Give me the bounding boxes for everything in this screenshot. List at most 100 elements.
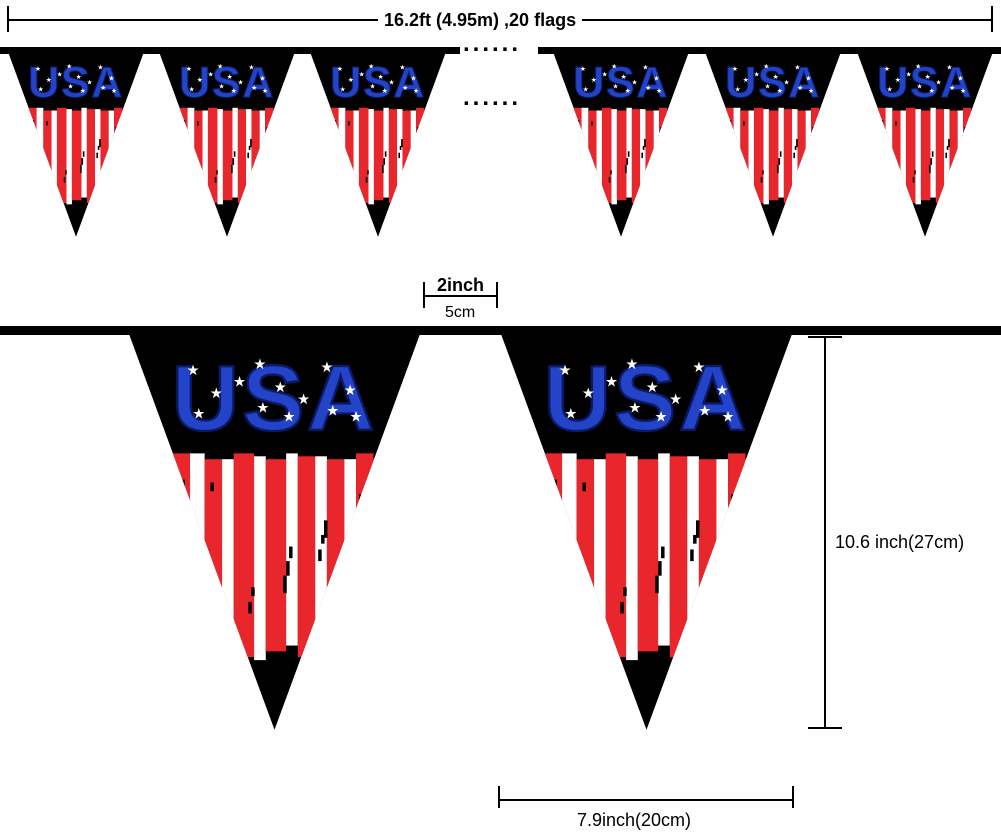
star-icon: ★: [946, 64, 952, 72]
flag-stripe: [297, 456, 316, 658]
flag-stripe: [783, 109, 793, 203]
small-flag-3: USA★★★★★★★★★★★★★: [310, 52, 446, 237]
flag-usa-text: USA: [725, 59, 821, 107]
flag-stripe: [207, 107, 218, 203]
star-icon: ★: [653, 75, 659, 83]
flag-distress-mark: [610, 170, 612, 175]
flag-distress-mark: [265, 133, 267, 141]
flag-distress-mark: [198, 189, 201, 198]
flag-stripe: [338, 107, 346, 205]
flag-usa-text: USA: [330, 59, 426, 107]
width-line: [499, 799, 793, 801]
flag-stripe: [920, 110, 931, 201]
flag-distress-mark: [779, 151, 782, 157]
flag-stripe: [805, 110, 812, 202]
star-icon: ★: [936, 79, 942, 87]
flag-distress-mark: [47, 189, 50, 198]
flag-stripe: [43, 110, 52, 201]
star-icon: ★: [413, 87, 419, 95]
flag-distress-mark: [582, 482, 586, 492]
flag-stripe: [237, 109, 247, 203]
flag-distress-mark: [65, 170, 67, 175]
flag-stripe: [905, 107, 916, 203]
flag-distress-mark: [743, 121, 745, 126]
gap-line: [424, 295, 497, 297]
flag-stripe: [753, 107, 764, 203]
flag-stripe: [345, 110, 354, 201]
flag-distress-mark: [232, 158, 235, 165]
flag-distress-mark: [199, 182, 202, 190]
flag-distress-mark: [367, 170, 369, 175]
star-icon: ★: [583, 85, 589, 93]
flag-distress-mark: [358, 494, 363, 506]
flag-distress-mark: [762, 170, 764, 175]
star-icon: ★: [399, 64, 405, 72]
flag-stripe: [562, 453, 577, 661]
flag-distress-mark: [660, 126, 663, 133]
flag-stripe: [194, 110, 203, 201]
star-icon: ★: [949, 84, 955, 92]
star-icon: ★: [625, 356, 638, 373]
flag-stripe: [740, 110, 749, 201]
top-cord: [0, 47, 460, 54]
star-icon: ★: [957, 75, 963, 83]
flag-distress-mark: [930, 158, 933, 165]
star-icon: ★: [35, 65, 41, 73]
flag-stripe: [217, 109, 223, 205]
flag-stripe: [631, 109, 641, 203]
flag-stripe: [728, 453, 746, 658]
flag-stripe: [653, 110, 660, 202]
star-icon: ★: [628, 400, 641, 417]
star-icon: ★: [382, 87, 388, 95]
flag-stripe: [645, 110, 654, 201]
flag-distress-mark: [661, 546, 665, 559]
flag-stripe: [114, 107, 123, 203]
flag-distress-mark: [214, 177, 217, 183]
star-icon: ★: [716, 382, 729, 399]
star-icon: ★: [722, 408, 735, 425]
flag-distress-mark: [250, 139, 252, 148]
flag-distress-mark: [417, 126, 420, 133]
star-icon: ★: [80, 87, 86, 95]
star-icon: ★: [97, 64, 103, 72]
star-icon: ★: [262, 87, 268, 95]
flag-stripe: [659, 107, 668, 203]
small-flag-6: USA★★★★★★★★★★★★★: [857, 52, 993, 237]
flag-distress-mark: [399, 145, 402, 150]
flag-stripe: [669, 456, 688, 658]
star-icon: ★: [340, 85, 346, 93]
flag-distress-mark: [384, 151, 387, 157]
star-icon: ★: [210, 385, 223, 402]
flag-stripe: [356, 453, 374, 658]
flag-stripe: [605, 453, 627, 658]
star-icon: ★: [582, 385, 595, 402]
flag-usa-text: USA: [28, 59, 124, 107]
flag-stripe: [573, 107, 582, 203]
flag-distress-mark: [744, 189, 747, 198]
flag-distress-mark: [401, 139, 403, 148]
flag-distress-mark: [948, 139, 950, 148]
star-icon: ★: [743, 76, 749, 84]
star-icon: ★: [192, 405, 205, 422]
flag-stripe: [768, 110, 779, 201]
star-icon: ★: [602, 71, 608, 79]
flag-distress-mark: [48, 182, 51, 190]
flag-height-label: 10.6 inch(27cm): [835, 532, 965, 552]
flag-stripe: [326, 459, 345, 652]
star-icon: ★: [915, 62, 921, 70]
star-icon: ★: [251, 84, 257, 92]
flag-stripe: [71, 110, 82, 201]
star-icon: ★: [389, 79, 395, 87]
flag-usa-text: USA: [573, 59, 669, 107]
flag-distress-mark: [963, 133, 965, 141]
flag-stripe: [254, 456, 266, 661]
large-flag-2: USA★★★★★★★★★★★★★: [500, 334, 793, 730]
flag-stripe: [402, 110, 411, 201]
flag-stripe: [330, 107, 339, 203]
flag-width-label: 7.9inch(20cm): [577, 810, 692, 830]
star-icon: ★: [765, 83, 771, 91]
star-icon: ★: [784, 79, 790, 87]
height-line: [824, 337, 826, 728]
flag-distress-mark: [318, 549, 322, 562]
star-icon: ★: [632, 79, 638, 87]
